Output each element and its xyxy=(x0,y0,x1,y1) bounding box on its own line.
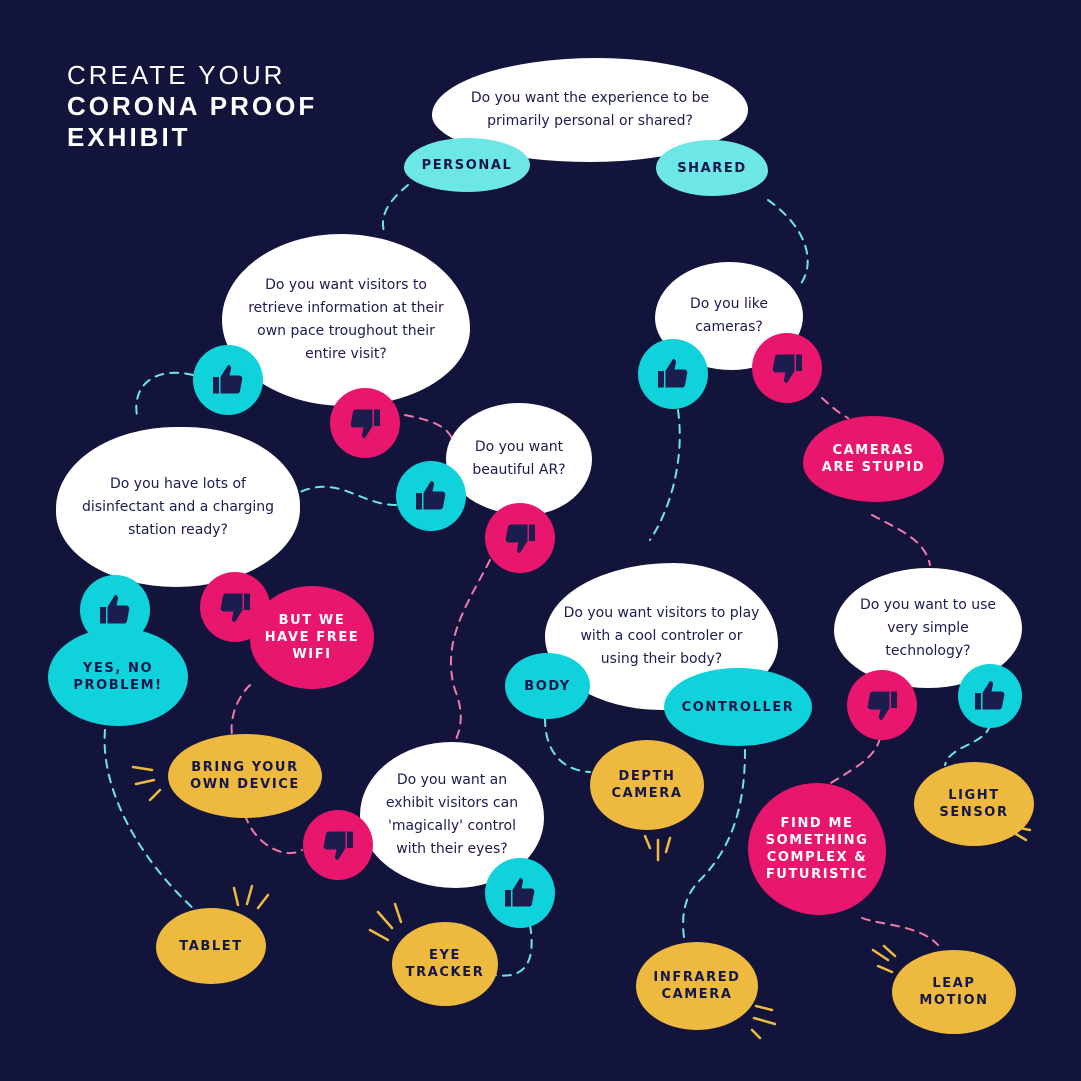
connector-q2yes-q5 xyxy=(135,371,194,421)
yes-simple-technology[interactable] xyxy=(958,664,1022,728)
thumbs-up-icon xyxy=(100,595,130,624)
connector-q3no-cameras xyxy=(821,397,849,419)
question-beautiful-ar: Do you want beautiful AR? xyxy=(446,403,592,515)
title-line-3: EXHIBIT xyxy=(67,122,191,152)
connector-complex-leap xyxy=(861,917,939,946)
thumbs-down-icon xyxy=(772,354,802,383)
result-bring-your-own-device[interactable]: BRING YOUR OWN DEVICE xyxy=(168,734,322,818)
connector-personal-q2 xyxy=(382,184,409,236)
title-line-1: CREATE YOUR xyxy=(67,60,286,90)
connector-q5yes-tablet xyxy=(103,729,196,911)
connector-q8yes-eyetracker xyxy=(494,924,533,977)
connector-q7yes-light xyxy=(944,724,991,766)
answer-body[interactable]: BODY xyxy=(505,653,590,719)
answer-cameras-are-stupid[interactable]: CAMERAS ARE STUPID xyxy=(803,416,944,502)
thumbs-up-icon xyxy=(975,681,1005,710)
connector-q2no-q4 xyxy=(404,414,453,439)
no-own-pace[interactable] xyxy=(330,388,400,458)
question-disinfectant: Do you have lots of disinfectant and a c… xyxy=(56,427,300,587)
thumbs-down-icon xyxy=(323,831,353,860)
result-infrared-camera[interactable]: INFRARED CAMERA xyxy=(636,942,758,1030)
thumbs-down-icon xyxy=(220,593,250,622)
yes-disinfectant[interactable] xyxy=(80,575,150,645)
thumbs-up-icon xyxy=(505,878,535,907)
connector-q3yes-q6 xyxy=(649,409,681,541)
result-leap-motion[interactable]: LEAP MOTION xyxy=(892,950,1016,1034)
connector-q4yes-q5 xyxy=(299,485,397,506)
connector-wifi-byod xyxy=(230,684,251,736)
result-tablet[interactable]: TABLET xyxy=(156,908,266,984)
thumbs-down-icon xyxy=(350,409,380,438)
yes-own-pace[interactable] xyxy=(193,345,263,415)
no-beautiful-ar[interactable] xyxy=(485,503,555,573)
answer-personal[interactable]: PERSONAL xyxy=(404,138,530,192)
answer-free-wifi[interactable]: BUT WE HAVE FREE WIFI xyxy=(250,586,374,689)
title-line-2: CORONA PROOF xyxy=(67,91,318,121)
question-own-pace: Do you want visitors to retrieve informa… xyxy=(222,234,470,406)
thumbs-up-icon xyxy=(213,365,243,394)
no-simple-technology[interactable] xyxy=(847,670,917,740)
connector-controller-infrared xyxy=(682,749,746,946)
no-disinfectant[interactable] xyxy=(200,572,270,642)
result-eye-tracker[interactable]: EYE TRACKER xyxy=(392,922,498,1006)
no-cameras[interactable] xyxy=(752,333,822,403)
answer-find-complex[interactable]: FIND ME SOMETHING COMPLEX & FUTURISTIC xyxy=(748,783,886,915)
page-title: CREATE YOUR CORONA PROOF EXHIBIT xyxy=(67,60,317,153)
result-light-sensor[interactable]: LIGHT SENSOR xyxy=(914,762,1034,846)
yes-cameras[interactable] xyxy=(638,339,708,409)
result-depth-camera[interactable]: DEPTH CAMERA xyxy=(590,740,704,830)
thumbs-down-icon xyxy=(505,524,535,553)
yes-eye-control[interactable] xyxy=(485,858,555,928)
yes-beautiful-ar[interactable] xyxy=(396,461,466,531)
no-eye-control[interactable] xyxy=(303,810,373,880)
question-simple-technology: Do you want to use very simple technolog… xyxy=(834,568,1022,688)
answer-shared[interactable]: SHARED xyxy=(656,140,768,196)
thumbs-up-icon xyxy=(658,359,688,388)
answer-controller[interactable]: CONTROLLER xyxy=(664,668,812,746)
connector-q4no-q8 xyxy=(450,559,491,743)
thumbs-up-icon xyxy=(416,481,446,510)
connector-shared-q3 xyxy=(767,199,809,286)
connector-q7no-complex xyxy=(819,737,881,791)
question-eye-control: Do you want an exhibit visitors can 'mag… xyxy=(360,742,544,888)
thumbs-down-icon xyxy=(867,691,897,720)
